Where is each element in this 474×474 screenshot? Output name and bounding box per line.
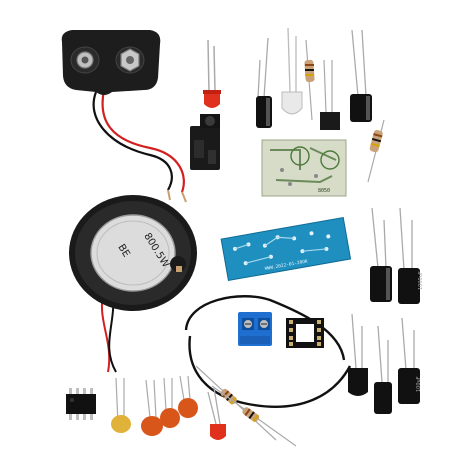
ic-chip (66, 388, 96, 420)
battery-clip-red-wire (101, 89, 185, 193)
capacitor-small-label: 100uF (416, 376, 422, 392)
black-wire-bottom (188, 335, 352, 408)
audio-jack-icon (190, 114, 220, 170)
ic-socket-icon (286, 318, 324, 348)
black-wire-left (184, 295, 346, 361)
clear-led (281, 27, 303, 115)
electrolytic-capacitor-2 (350, 29, 372, 122)
electrolytic-capacitor-1 (256, 37, 272, 128)
battery-clip (61, 30, 187, 203)
resistor-bottom-2 (211, 385, 297, 447)
ceramic-capacitor-2 (160, 377, 180, 428)
led-top (203, 39, 221, 108)
electrolytic-capacitor-4: 1000uF (398, 207, 424, 304)
resistor-top (304, 39, 315, 121)
transistor (320, 59, 340, 130)
electrolytic-capacitor-3 (370, 207, 392, 302)
electrolytic-capacitor-6 (374, 325, 392, 414)
battery-clip-icon (61, 30, 161, 95)
ceramic-capacitor-3 (178, 375, 198, 418)
terminal-block-icon (238, 312, 272, 346)
ceramic-capacitor-1 (141, 379, 163, 436)
pcb-long: WWW.2022-01-20OK (220, 216, 352, 282)
ceramic-capacitor-yellow (111, 377, 131, 433)
pcb-small-silkscreen: 8050 (318, 188, 330, 194)
battery-clip-black-wire (92, 91, 173, 191)
capacitor-large-label: 1000uF (418, 271, 424, 290)
pcb-small: 8050 (261, 139, 347, 197)
speaker-icon: BE 800.5W (69, 195, 197, 373)
led-bottom (207, 387, 226, 440)
electrolytic-capacitor-7: 100uF (398, 317, 422, 404)
resistor-right (367, 119, 385, 183)
electrolytic-capacitor-5 (348, 313, 368, 396)
